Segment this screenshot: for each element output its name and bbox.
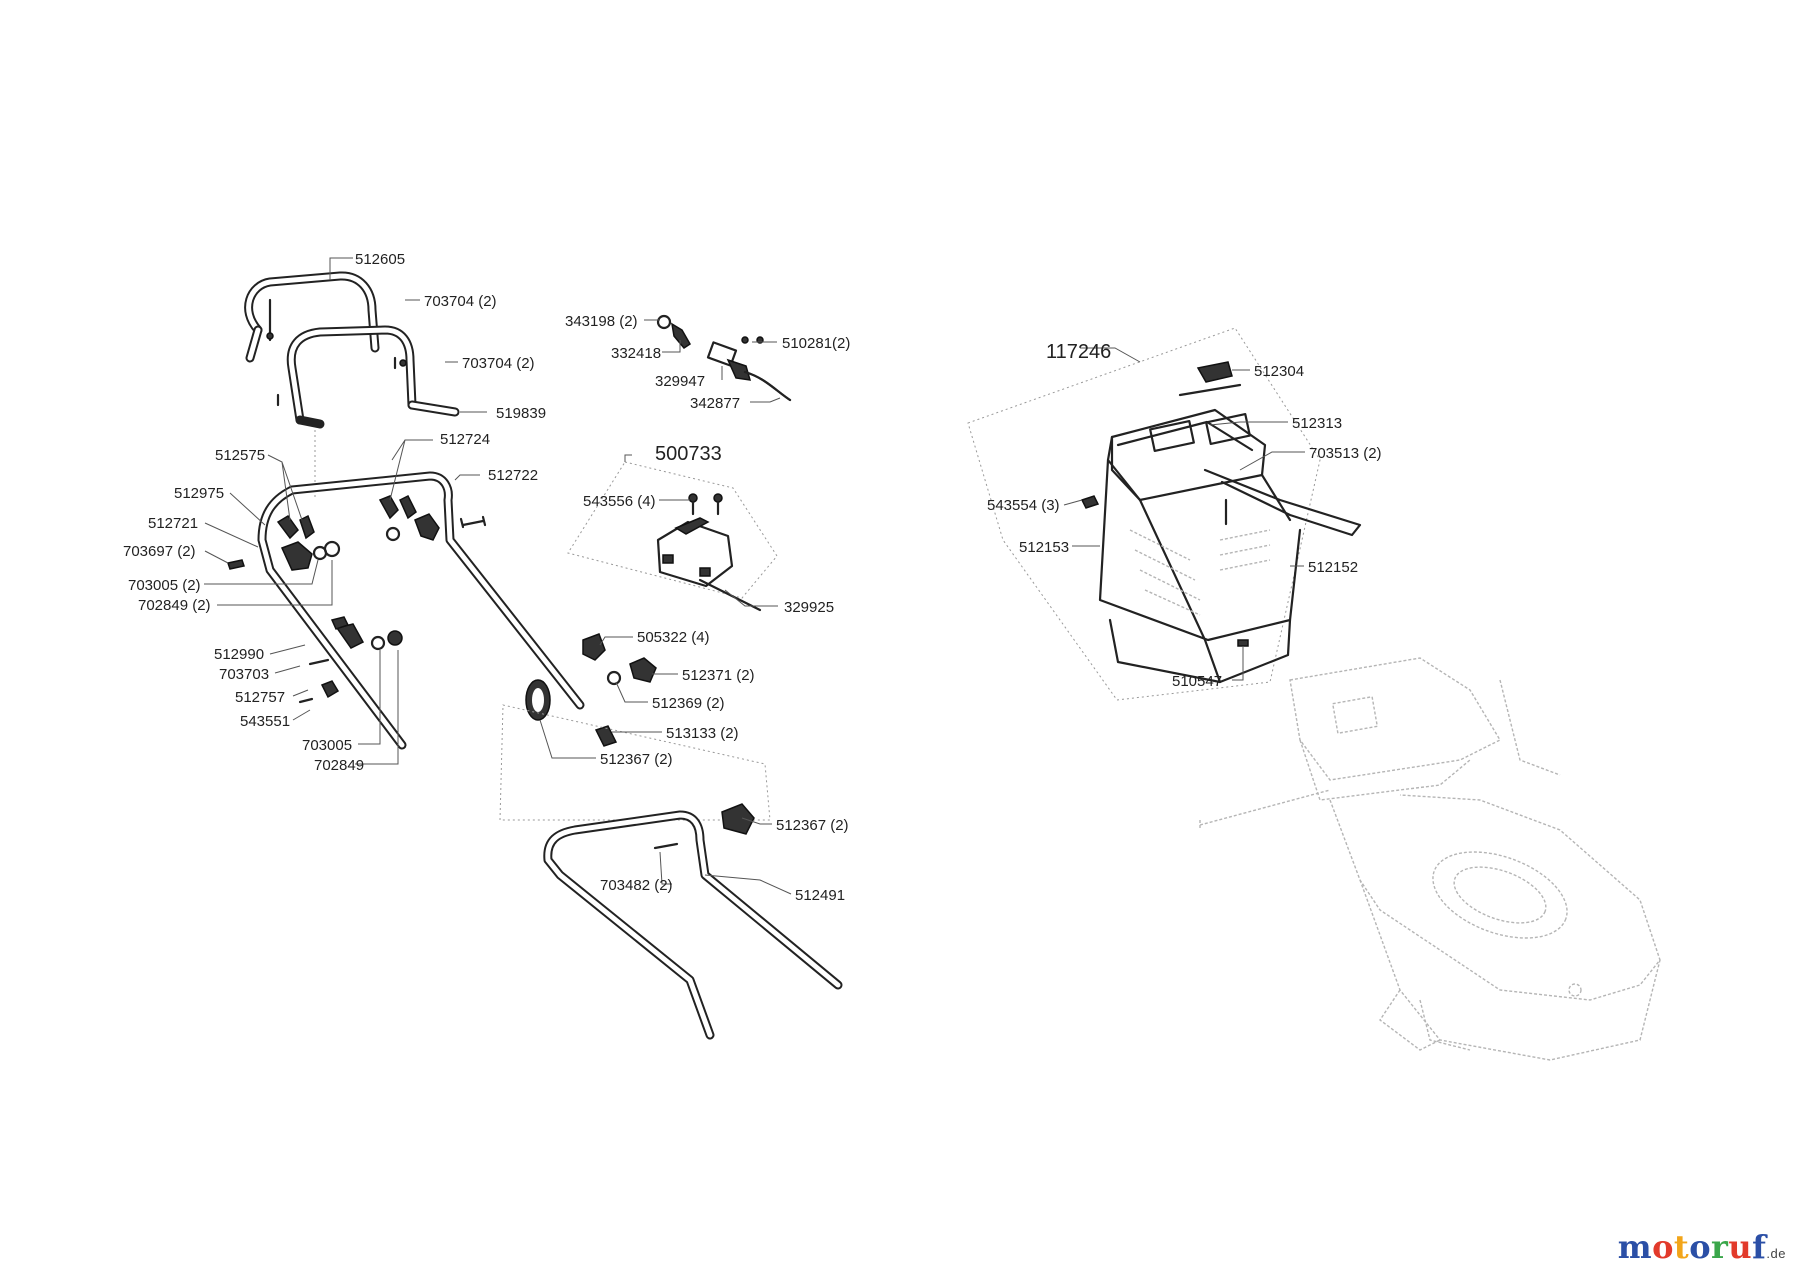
brand-letter: o [1689,1228,1712,1266]
group-label-117246: 117246 [1046,341,1111,363]
part-label: 703482 (2) [600,877,673,894]
part-label: 512304 [1254,363,1304,380]
grassbox-group-117246 [967,327,1362,701]
part-label: 702849 [314,757,364,774]
part-label: 519839 [496,405,546,422]
part-label: 702849 (2) [138,597,211,614]
part-label: 703005 [302,737,352,754]
part-label: 329925 [784,599,834,616]
leader-lines [204,257,1305,895]
part-label: 512367 (2) [600,751,673,768]
middle-handle-519839 [286,325,460,429]
part-label: 703697 (2) [123,543,196,560]
part-label: 703704 (2) [424,293,497,310]
part-label: 703513 (2) [1309,445,1382,462]
brand-letter: r [1711,1228,1729,1266]
part-label: 512371 (2) [682,667,755,684]
upper-handle-512605 [244,271,380,363]
part-label: 512757 [235,689,285,706]
brand-suffix: .de [1766,1246,1786,1261]
brand-letter: o [1652,1228,1674,1266]
group-label-500733: 500733 [655,443,722,465]
brand-wordmark: motoruf [1618,1228,1767,1266]
part-label: 343198 (2) [565,313,638,330]
brand-logo: motoruf.de [1618,1228,1786,1266]
part-label: 543556 (4) [583,493,656,510]
part-label: 543554 (3) [987,497,1060,514]
part-label: 543551 [240,713,290,730]
part-label: 512975 [174,485,224,502]
part-label: 512153 [1019,539,1069,556]
part-label: 512722 [488,467,538,484]
part-label: 512605 [355,251,405,268]
brand-letter: u [1728,1228,1753,1266]
part-label: 512313 [1292,415,1342,432]
part-label: 512990 [214,646,264,663]
handle-clamps [227,298,487,704]
part-label: 510547 [1172,673,1222,690]
part-label: 512369 (2) [652,695,725,712]
bottom-handle-512491 [543,803,843,1040]
part-label: 342877 [690,395,740,412]
part-label: 512367 (2) [776,817,849,834]
part-label: 329947 [655,373,705,390]
part-label: 512152 [1308,559,1358,576]
cable-parts [656,314,792,402]
adjuster-parts [499,633,771,821]
part-label: 703704 (2) [462,355,535,372]
brand-letter: m [1617,1228,1653,1266]
part-label: 512491 [795,887,845,904]
part-label: 703005 (2) [128,577,201,594]
brand-letter: f [1752,1228,1767,1266]
part-label: 513133 (2) [666,725,739,742]
part-label: 332418 [611,345,661,362]
part-label: 510281(2) [782,335,850,352]
part-label: 703703 [219,666,269,683]
part-label: 512575 [215,447,265,464]
switch-group-500733 [567,461,778,612]
part-label: 505322 (4) [637,629,710,646]
brand-letter: t [1673,1228,1690,1266]
part-label: 512724 [440,431,490,448]
part-label: 512721 [148,515,198,532]
mower-body-ghost [1199,657,1661,1061]
